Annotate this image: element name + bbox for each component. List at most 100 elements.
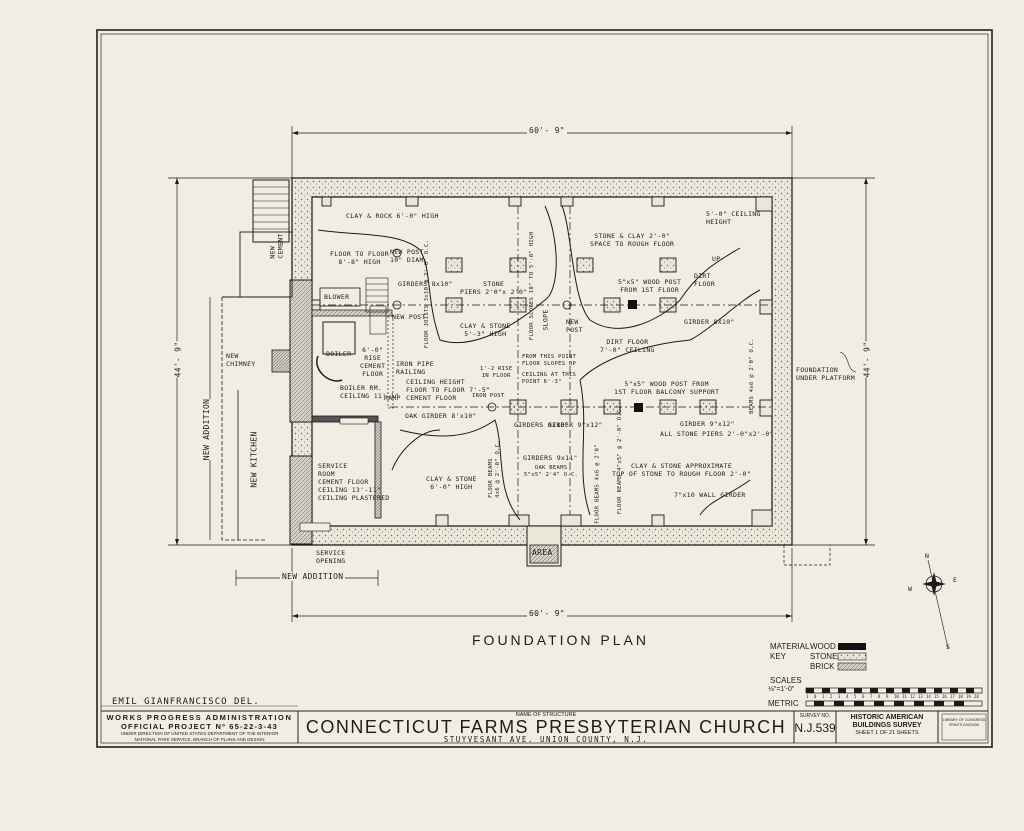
label-beams-right: BEAMS 4x6 @ 2'0" O.C. — [748, 338, 755, 414]
label-new-post-top: NEW POST 10" DIAM. — [390, 248, 428, 264]
label-boiler-rm: BOILER RM. CEILING 11'-1" — [340, 384, 399, 400]
label-floor-beams-mid: FLOOR BEAMS 4"x5" @ 2'-0" O.C. — [617, 405, 624, 515]
scale-tick: 1 — [822, 694, 825, 699]
scale-metric: METRIC — [768, 699, 799, 708]
label-iron-post: IRON POST — [472, 393, 505, 399]
scale-tick: 15 — [934, 694, 939, 699]
scale-tick: 2 — [830, 694, 833, 699]
dim-right: 44'- 9" — [862, 341, 872, 378]
survey-label: SURVEY NO. — [799, 713, 831, 719]
scale-tick: 4 — [846, 694, 849, 699]
dim-bottom: 60'- 9" — [527, 609, 567, 618]
wpa-line2: OFFICIAL PROJECT Nº 65-22-3-43 — [121, 722, 278, 731]
label-stone-piers: STONE PIERS 2'0"x 2'0" — [460, 280, 528, 296]
survey-number: N.J.539 — [794, 721, 836, 735]
label-ceiling-at-this: CEILING AT THIS POINT 6'-3" — [522, 372, 577, 385]
wpa-block: WORKS PROGRESS ADMINISTRATION OFFICIAL P… — [101, 713, 298, 743]
scale-tick: 17 — [950, 694, 955, 699]
label-area: AREA — [532, 548, 553, 557]
scale-tick: 20 — [974, 694, 979, 699]
scale-tick: 6 — [862, 694, 865, 699]
corner-line2: PRINTS DIVISION — [949, 723, 979, 727]
material-wood-label: WOOD — [810, 642, 836, 651]
dim-top: 60'- 9" — [527, 126, 567, 135]
label-ceiling-height: CEILING HEIGHT FLOOR TO FLOOR 7'-5" CEME… — [406, 378, 491, 402]
scale-tick: 18 — [958, 694, 963, 699]
structure-block: NAME OF STRUCTURE CONNECTICUT FARMS PRES… — [298, 712, 794, 744]
delineator: EMIL GIANFRANCISCO DEL. — [112, 697, 260, 707]
label-floor-to-floor: FLOOR TO FLOOR 8'-8" HIGH — [330, 250, 389, 266]
sheet-number: SHEET 1 OF 21 SHEETS — [855, 730, 919, 736]
structure-name-label: NAME OF STRUCTURE — [515, 712, 577, 718]
label-new-kitchen: NEW KITCHEN — [249, 431, 259, 488]
material-stone-label: STONE — [810, 652, 838, 661]
scales-title: SCALES — [770, 676, 802, 685]
label-girders-top: GIRDERS 8x10" — [398, 280, 453, 288]
label-foundation-platform: FOUNDATION UNDER PLATFORM — [796, 366, 855, 382]
label-iron-pipe: IRON PIPE RAILING — [396, 360, 434, 376]
plan-title: FOUNDATION PLAN — [472, 632, 649, 648]
label-boiler: BOILER — [326, 350, 352, 358]
scale-tick: 3 — [838, 694, 841, 699]
label-dirt-floor: DIRT FLOOR 7'-0" CEILING — [600, 338, 655, 354]
compass-e: E — [953, 576, 958, 584]
scale-tick: 7 — [870, 694, 873, 699]
label-girders-9x11: GIRDERS 9x11" — [523, 454, 578, 462]
corner-line1: LIBRARY OF CONGRESS — [942, 718, 986, 722]
label-girder-right: GIRDER 8X10" — [684, 318, 735, 326]
label-floor-slopes: FLOOR SLOPES 18" TO 5'-0" HIGH — [529, 231, 536, 341]
label-slope: SLOPE — [541, 309, 550, 331]
scale-tick: 16 — [942, 694, 947, 699]
label-new-cement: NEW CEMENT — [268, 233, 285, 259]
label-service-opening: SERVICE OPENING — [316, 549, 346, 565]
label-girder-9x12b: GIRDER 9"x12" — [680, 420, 735, 428]
inner-border — [100, 33, 989, 744]
label-ceiling-height-right: 5'-0" CEILING HEIGHT — [706, 210, 761, 226]
label-wall-girder: 7"x10 WALL GIRDER — [674, 491, 746, 499]
habs-line2: BUILDINGS SURVEY — [852, 722, 922, 729]
dim-left: 44'- 9" — [173, 341, 183, 378]
label-girders-bottom: GIRDERS 8x10" — [514, 421, 569, 429]
structure-location: STUYVESANT AVE. UNION COUNTY, N.J. — [443, 735, 649, 744]
wpa-line3: UNDER DIRECTION OF UNITED STATES DEPARTM… — [120, 731, 279, 736]
label-clay-stone-approx: CLAY & STONE APPROXIMATE TOP OF STONE TO… — [612, 462, 752, 478]
habs-line1: HISTORIC AMERICAN — [850, 714, 924, 721]
scale-tick: 13 — [918, 694, 923, 699]
scale-tick: 11 — [902, 694, 907, 699]
material-brick-label: BRICK — [810, 662, 835, 671]
scale-tick: 12 — [910, 694, 915, 699]
label-ramp: RAMP — [384, 394, 401, 402]
scale-ticks: 1 0 1 2 3 4 5 6 7 8 9 10 11 12 13 14 15 … — [806, 694, 986, 701]
label-new-addition-bottom: NEW ADDITION — [280, 572, 346, 581]
scale-tick: 5 — [854, 694, 857, 699]
compass-n: N — [925, 552, 930, 560]
survey-block: SURVEY NO. N.J.539 — [794, 713, 836, 736]
label-clay-rock: CLAY & ROCK 6'-0" HIGH — [346, 212, 439, 220]
label-floor-beams-left: FLOOR BEAMS 4x6 @ 2'-0" O.C. — [487, 440, 501, 498]
label-new-addition-vertical: NEW ADDITION — [202, 398, 212, 461]
label-blower: BLOWER — [324, 293, 350, 301]
label-new-chimney: NEW CHIMNEY — [226, 352, 256, 368]
label-wood-post-top: 5"x5" WOOD POST FROM 1ST FLOOR — [618, 278, 682, 294]
label-floor-beams-right: FLOOR BEAMS 4x6 @ 2'0" — [594, 444, 601, 524]
label-rise-small: 1'-2 RISE IN FLOOR — [480, 366, 513, 379]
label-floor-joists-left: FLOOR JOISTS 3x10 @ 2'-0" O.C. — [424, 239, 431, 349]
structure-name: CONNECTICUT FARMS PRESBYTERIAN CHURCH — [305, 717, 787, 737]
habs-block: HISTORIC AMERICAN BUILDINGS SURVEY SHEET… — [836, 714, 938, 737]
wpa-line1: WORKS PROGRESS ADMINISTRATION — [106, 713, 293, 722]
scale-tick: 19 — [966, 694, 971, 699]
scale-tick: 0 — [814, 694, 817, 699]
label-all-stone-piers: ALL STONE PIERS 2'-0"x2'-0" — [660, 430, 774, 438]
scale-imperial: ⅛"=1'-0" — [768, 686, 795, 693]
label-dirt-floor-small: DIRT FLOOR — [694, 272, 716, 288]
label-up: UP — [712, 255, 721, 263]
scale-tick: 14 — [926, 694, 931, 699]
label-wood-post-bottom: 5"x5" WOOD POST FROM 1ST FLOOR BALCONY S… — [614, 380, 720, 396]
label-girder-9x12: GIRDER 9"x12" — [548, 421, 603, 429]
wpa-line4: NATIONAL PARK SERVICE, BRANCH OF PLANS A… — [134, 737, 265, 742]
label-oak-beams: OAK BEAMS 5"x5" 2'4" O.C. — [524, 465, 579, 478]
label-clay-stone-left: CLAY & STONE 5'-3" HIGH — [460, 322, 511, 338]
scale-tick: 8 — [878, 694, 881, 699]
label-from-this-point: FROM THIS POINT FLOOR SLOPES UP — [522, 354, 577, 367]
